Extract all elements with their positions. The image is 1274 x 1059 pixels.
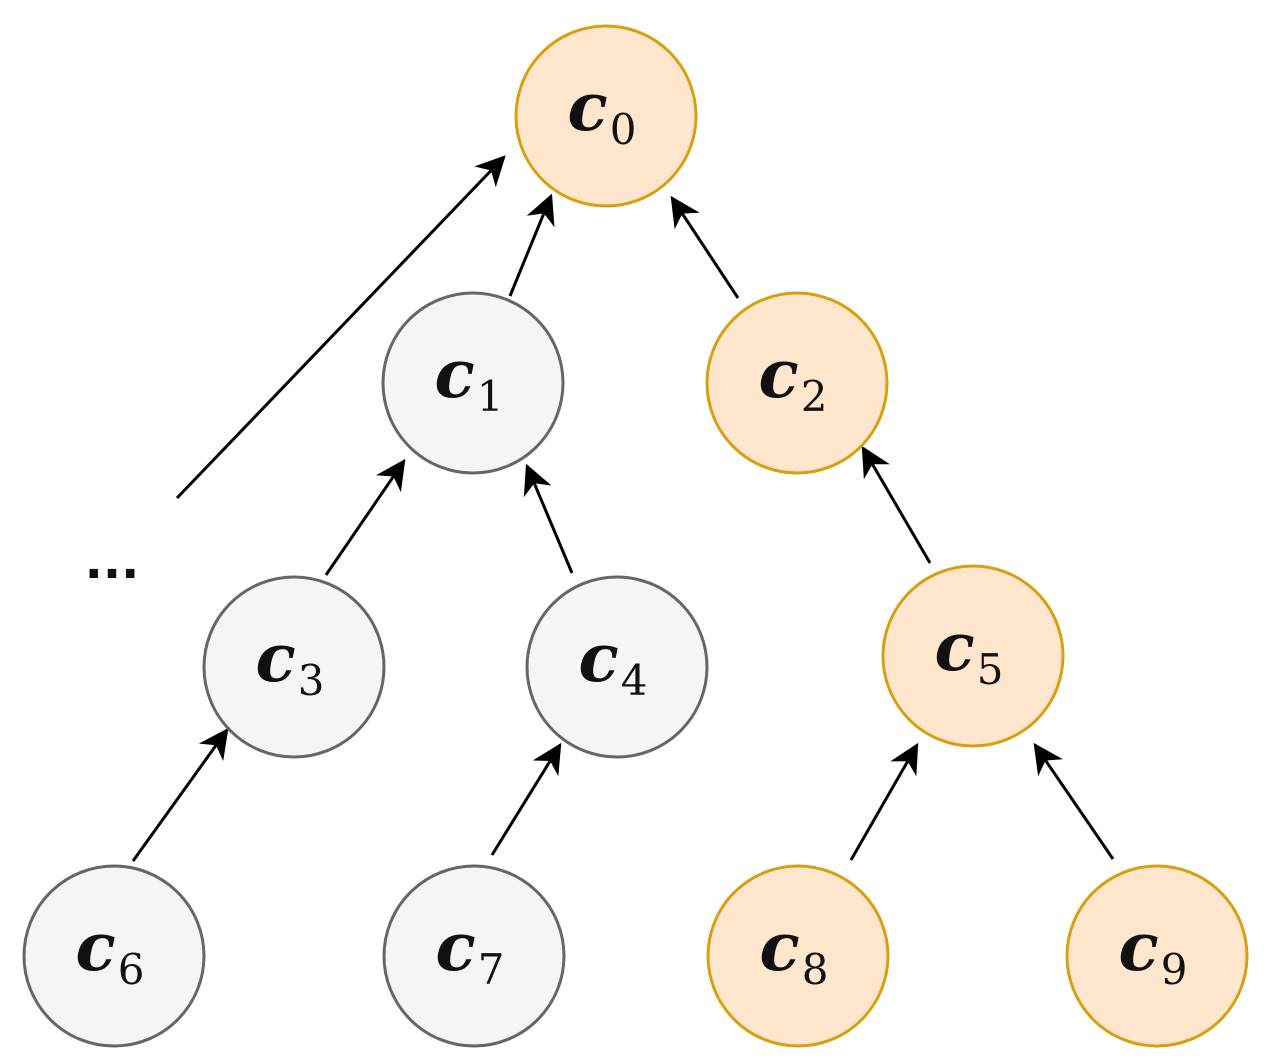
edge-c7-to-c4: [490, 742, 562, 856]
edge-c4-to-c1: [523, 463, 574, 574]
node-label-subscript: 1: [477, 372, 504, 421]
node-label-base: c: [935, 608, 975, 686]
node-label-subscript: 6: [118, 945, 145, 994]
node-circle-c1: [381, 291, 565, 475]
node-label-subscript: 0: [610, 105, 637, 154]
node-label-base: c: [579, 619, 619, 697]
node-label-base: c: [436, 908, 476, 986]
node-c3: c3: [202, 575, 386, 759]
node-label-subscript: 3: [298, 656, 325, 705]
node-c4: c4: [525, 575, 709, 759]
edge-ellipsis-to-c0: [175, 155, 506, 500]
node-c6: c6: [22, 864, 206, 1048]
node-label-c0: c0: [568, 68, 637, 154]
node-c7: c7: [382, 864, 566, 1048]
node-circle-c9: [1065, 864, 1249, 1048]
node-label-c5: c5: [935, 608, 1004, 694]
node-label-subscript: 4: [621, 656, 648, 705]
ellipsis-label: ...: [85, 534, 140, 590]
node-label-c8: c8: [760, 908, 829, 994]
node-circle-c7: [382, 864, 566, 1048]
node-label-base: c: [76, 908, 116, 986]
node-label-subscript: 9: [1161, 945, 1188, 994]
node-label-c2: c2: [759, 335, 828, 421]
node-c9: c9: [1065, 864, 1249, 1048]
node-c8: c8: [706, 864, 890, 1048]
node-circle-c3: [202, 575, 386, 759]
node-label-c4: c4: [579, 619, 648, 705]
node-label-c1: c1: [435, 335, 504, 421]
edge-c6-to-c3: [131, 727, 229, 862]
edge-c3-to-c1: [324, 458, 406, 576]
node-label-base: c: [760, 908, 800, 986]
node-label-c7: c7: [436, 908, 505, 994]
node-label-subscript: 5: [977, 645, 1004, 694]
node-circle-c4: [525, 575, 709, 759]
node-c5: c5: [881, 564, 1065, 748]
node-circle-c5: [881, 564, 1065, 748]
edge-c1-to-c0: [508, 193, 555, 297]
edge-c8-to-c5: [849, 742, 919, 861]
node-circle-c8: [706, 864, 890, 1048]
node-c2: c2: [705, 291, 889, 475]
node-label-subscript: 2: [801, 372, 828, 421]
edge-c5-to-c2: [861, 445, 932, 564]
node-label-base: c: [1119, 908, 1159, 986]
node-label-base: c: [256, 619, 296, 697]
node-label-base: c: [568, 68, 608, 146]
node-circle-c6: [22, 864, 206, 1048]
node-circle-c0: [514, 24, 698, 208]
node-c1: c1: [381, 291, 565, 475]
edge-c9-to-c5: [1033, 742, 1115, 860]
node-label-base: c: [759, 335, 799, 413]
node-circle-c2: [705, 291, 889, 475]
node-label-subscript: 7: [478, 945, 505, 994]
node-label-subscript: 8: [802, 945, 829, 994]
edges-layer: [131, 155, 1115, 862]
edge-c2-to-c0: [670, 195, 740, 299]
node-label-c9: c9: [1119, 908, 1188, 994]
node-label-c6: c6: [76, 908, 145, 994]
node-label-c3: c3: [256, 619, 325, 705]
node-label-base: c: [435, 335, 475, 413]
node-c0: c0: [514, 24, 698, 208]
